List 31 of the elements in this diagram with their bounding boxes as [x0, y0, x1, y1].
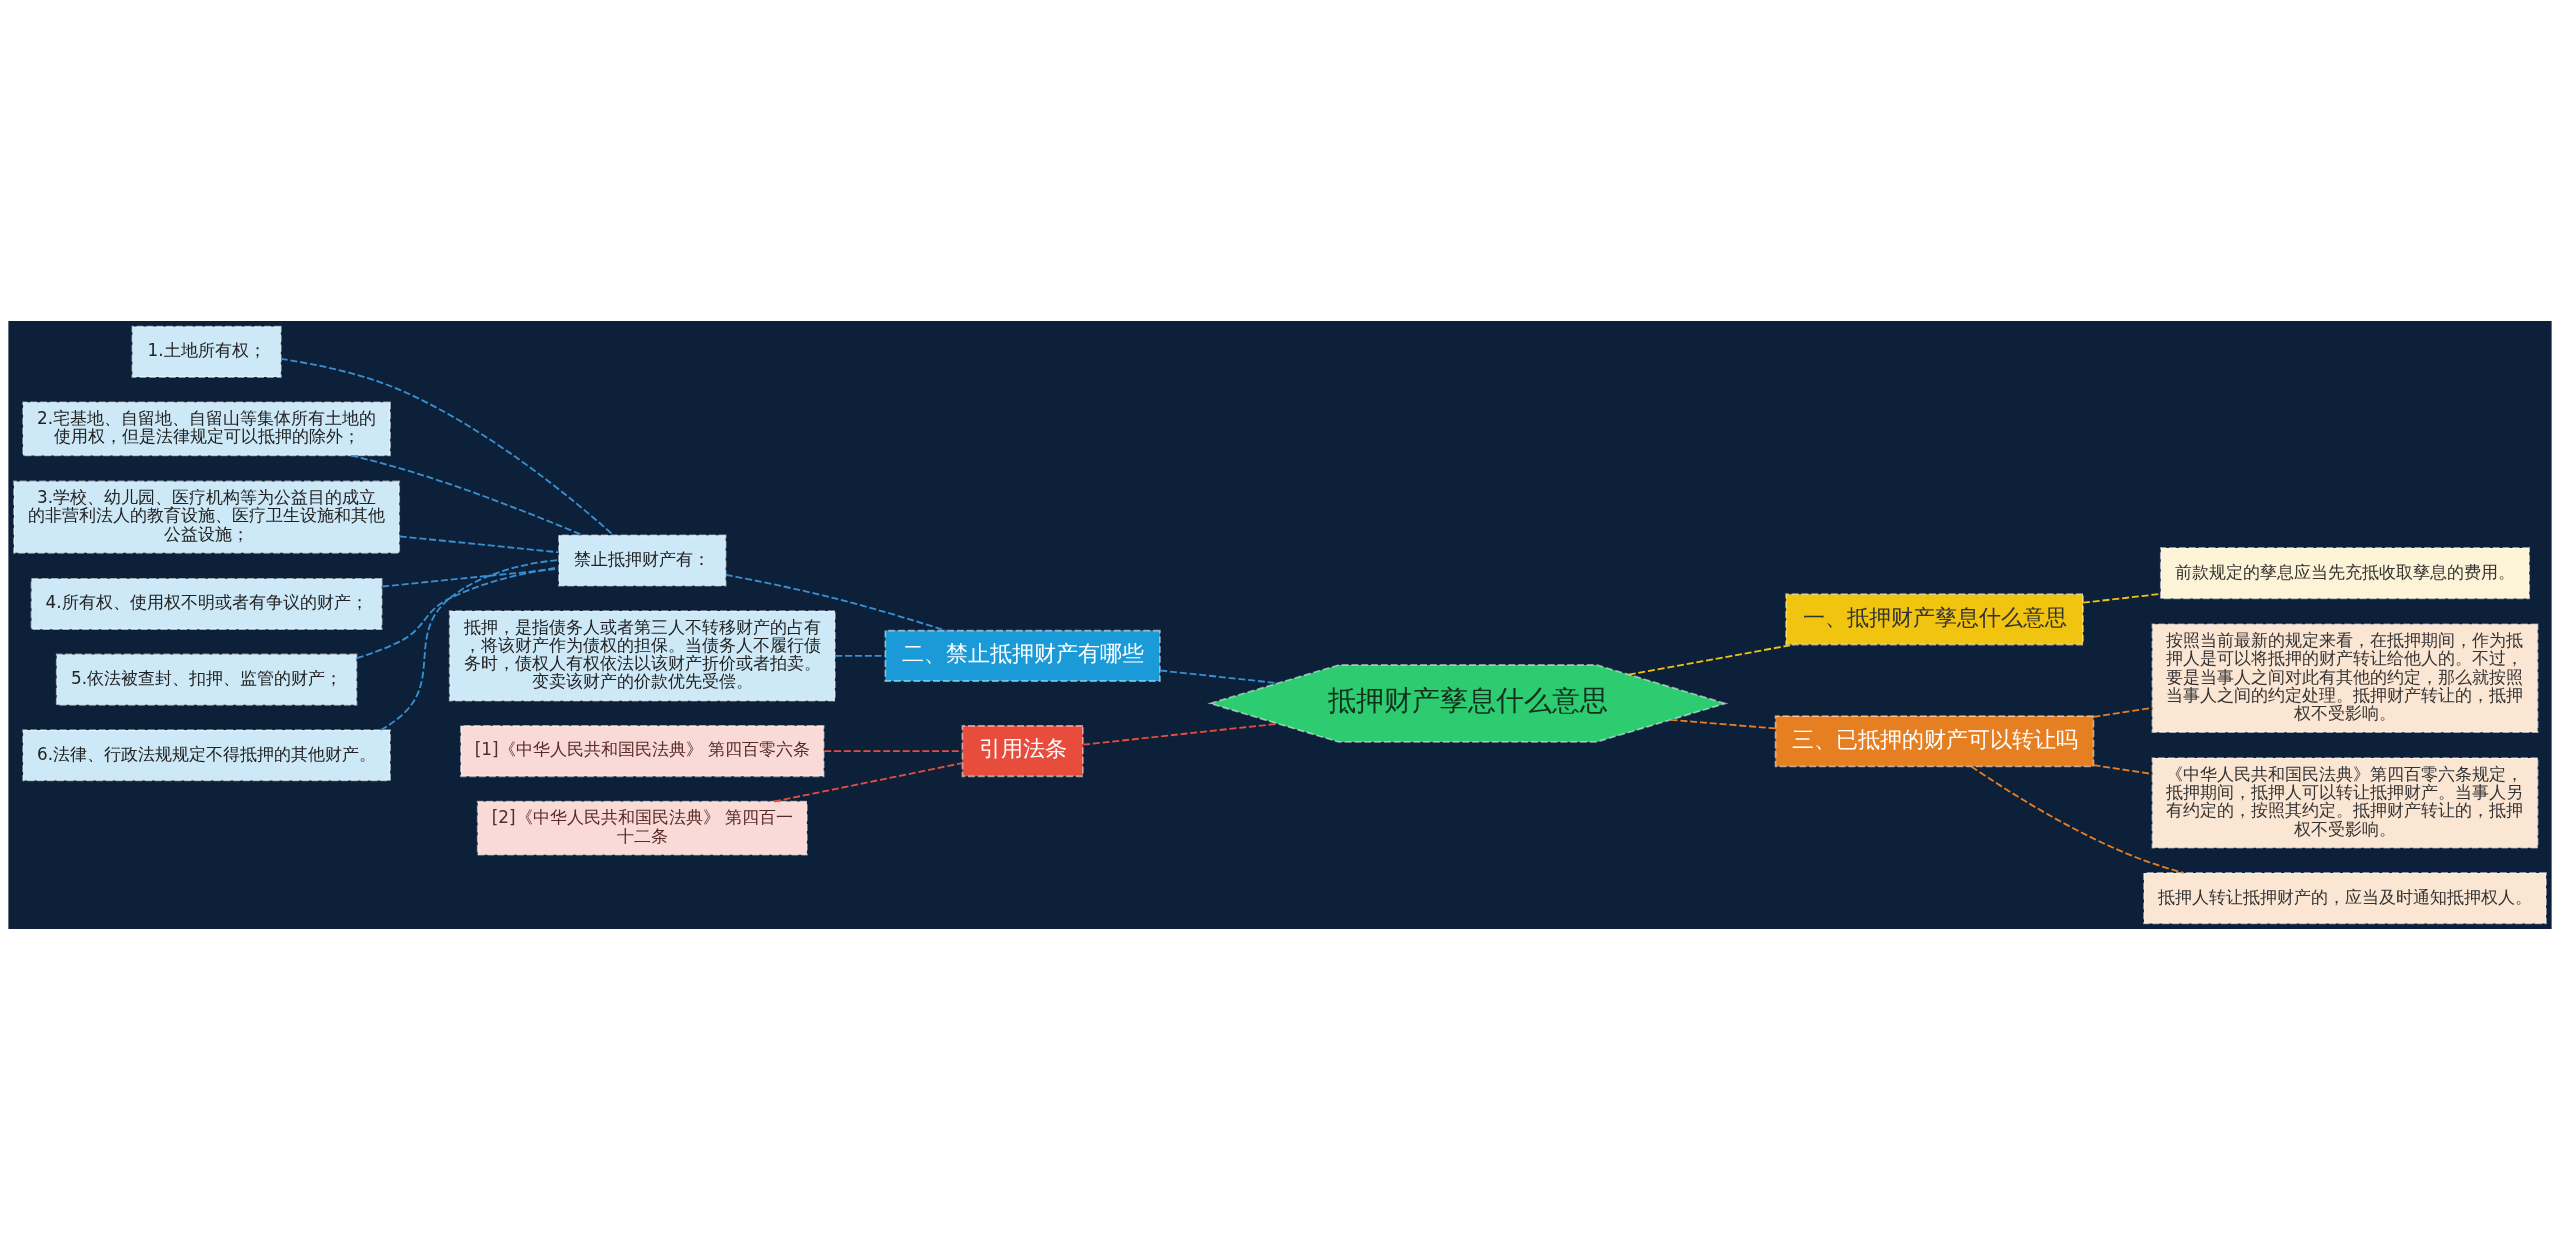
- connector: [280, 357, 615, 536]
- node-box: 《中华人民共和国民法典》第四百零六条规定，抵押期间，抵押人可以转让抵押财产。当事人另有约定的，按照其约定。抵押财产转让的，抵押权不受影响。: [2151, 756, 2539, 849]
- node-box: 按照当前最新的规定来看，在抵押期间，作为抵押人是可以将抵押的财产转让给他人的。不过，要是当事人之间对此有其他的约定，那么就按照当事人之间的约定处理。抵押财产转让的，抵押权不受影响。: [2151, 622, 2539, 733]
- connector: [1627, 643, 1795, 675]
- node-box: 5.依法被查封、扣押、监管的财产；: [55, 653, 358, 706]
- node-box: 抵押人转让抵押财产的，应当及时通知抵押权人。: [2143, 871, 2547, 924]
- node-box: 前款规定的孳息应当先充抵收取孳息的费用。: [2159, 546, 2531, 599]
- node-box: 3.学校、幼儿园、医疗机构等为公益目的成立的非营利法人的教育设施、医疗卫生设施和其他公益设施；: [13, 480, 401, 554]
- node-box: [2]《中华人民共和国民法典》 第四百一十二条: [476, 800, 808, 856]
- node-box: 2.宅基地、自留地、自留山等集体所有土地的使用权，但是法律规定可以抵押的除外；: [22, 400, 391, 456]
- node-box: 二、禁止抵押财产有哪些: [884, 629, 1161, 682]
- connector: [1159, 669, 1279, 684]
- connector: [725, 573, 947, 631]
- connector: [823, 749, 964, 752]
- node-box: 1.土地所有权；: [131, 325, 282, 378]
- node-box: 抵押，是指债务人或者第三人不转移财产的占有，将该财产作为债权的担保。当债务人不履行债务时，债权人有权依法以该财产折价或者拍卖。变卖该财产的价款优先受偿。: [448, 609, 836, 701]
- connector: [379, 558, 560, 731]
- connector: [1970, 765, 2185, 874]
- node-box: 一、抵押财产孳息什么意思: [1785, 592, 2084, 645]
- connector: [350, 454, 584, 536]
- node-box: 4.所有权、使用权不明或者有争议的财产；: [30, 577, 383, 630]
- connector: [355, 566, 560, 659]
- connector: [398, 534, 560, 553]
- connector: [773, 761, 964, 802]
- node-box: 引用法条: [961, 724, 1084, 777]
- node-box: 6.法律、行政法规规定不得抵押的其他财产。: [22, 728, 391, 781]
- connector: [834, 654, 886, 657]
- connector: [1669, 718, 1777, 729]
- node-box: 三、已抵押的财产可以转让吗: [1774, 714, 2095, 767]
- node-box: [1]《中华人民共和国民法典》 第四百零六条: [460, 724, 825, 777]
- node-box: 禁止抵押财产有：: [558, 534, 727, 587]
